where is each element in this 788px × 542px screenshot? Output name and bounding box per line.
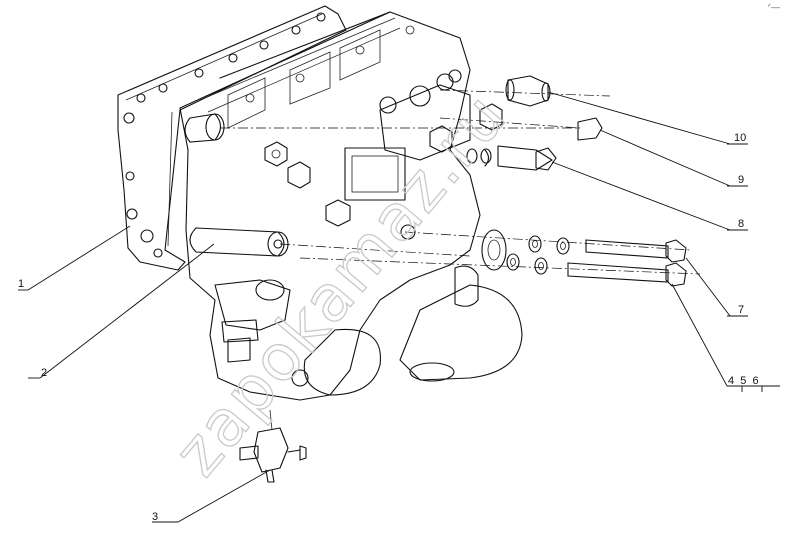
- leader-lines: [18, 91, 780, 523]
- valve-body: [179, 11, 523, 401]
- callout-2: 2: [41, 367, 47, 379]
- callout-3: 3: [152, 511, 158, 523]
- corner-mark: ᐟ—: [767, 2, 780, 12]
- callout-10: 10: [734, 132, 746, 144]
- callout-1: 1: [18, 278, 24, 290]
- callout-9: 9: [738, 174, 744, 186]
- callout-7: 7: [738, 304, 744, 316]
- sleeve-part: [184, 113, 289, 257]
- fittings: [466, 75, 687, 287]
- housing-flange: [117, 5, 347, 271]
- callout-4-5-6: 4 5 6: [728, 375, 759, 387]
- sensor-assembly: [214, 279, 291, 363]
- switch-part: [239, 409, 307, 483]
- center-lines: [220, 89, 701, 275]
- callout-8: 8: [738, 218, 744, 230]
